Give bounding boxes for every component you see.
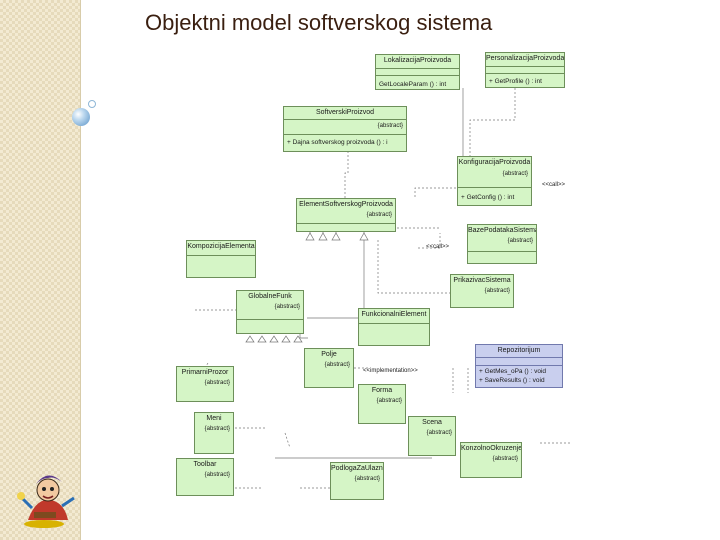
- class-box-element[interactable]: ElementSoftverskogProizvoda {abstract}: [296, 198, 396, 232]
- class-name: KompozicijaElementa: [187, 243, 255, 250]
- class-box-globalne-funk[interactable]: GlobalneFunk {abstract}: [236, 290, 304, 334]
- class-box-polje[interactable]: Polje {abstract}: [304, 348, 354, 388]
- class-name: Repozitorijum: [497, 347, 541, 354]
- class-stereotype: {abstract}: [204, 472, 230, 478]
- class-box-scena[interactable]: Scena {abstract}: [408, 416, 456, 456]
- call-label: <<call>>: [426, 244, 450, 250]
- class-operation: + Dajna softverskog proizvoda () : i: [287, 139, 388, 146]
- class-stereotype: {abstract}: [484, 288, 510, 294]
- class-box-toolbar[interactable]: Toolbar {abstract}: [176, 458, 234, 496]
- class-stereotype: {abstract}: [377, 123, 403, 129]
- class-box-meni[interactable]: Meni {abstract}: [194, 412, 234, 454]
- class-box-podloga[interactable]: PodlogaZaUlazne {abstract}: [330, 462, 384, 500]
- call-label: <<call>>: [542, 182, 566, 188]
- class-stereotype: {abstract}: [204, 426, 230, 432]
- strip-divider: [80, 0, 81, 540]
- class-name: KonzolnoOkruzenje: [461, 445, 522, 452]
- class-stereotype: {abstract}: [204, 380, 230, 386]
- class-stereotype: {abstract}: [507, 238, 533, 244]
- class-box-kompozicija[interactable]: KompozicijaElementa: [186, 240, 256, 278]
- class-operation: + SaveResults () : void: [479, 377, 545, 384]
- class-stereotype: {abstract}: [366, 212, 392, 218]
- class-name: FunkcionalniElement: [361, 311, 427, 318]
- class-name: ElementSoftverskogProizvoda: [299, 201, 393, 208]
- class-operation: + GetProfile () : int: [489, 78, 542, 85]
- class-name: GlobalneFunk: [248, 293, 292, 300]
- class-name: PersonalizacijaProizvoda: [486, 55, 565, 62]
- class-name: Forma: [371, 387, 393, 394]
- class-box-baze-podataka[interactable]: BazePodatakaSistema {abstract}: [467, 224, 537, 264]
- class-box-softverski-proizvod[interactable]: SoftverskiProizvod {abstract} + Dajna so…: [283, 106, 407, 152]
- class-stereotype: {abstract}: [324, 362, 350, 368]
- small-bubble-icon: [88, 100, 96, 108]
- class-stereotype: {abstract}: [274, 304, 300, 310]
- class-name: PodlogaZaUlazne: [331, 465, 384, 472]
- decorative-left-strip: [0, 0, 80, 540]
- uml-class-diagram: LokalizacijaProizvoda GetLocaleParam () …: [170, 48, 580, 518]
- class-name: SoftverskiProizvod: [316, 109, 374, 116]
- class-name: Polje: [321, 351, 337, 358]
- class-name: PrimarniProzor: [181, 369, 229, 376]
- class-stereotype: {abstract}: [354, 476, 380, 482]
- class-box-forma[interactable]: Forma {abstract}: [358, 384, 406, 424]
- class-name: KonfiguracijaProizvoda: [458, 159, 531, 166]
- class-operation: + GetMes_oPa () : void: [479, 368, 547, 375]
- diagram-connectors: [195, 88, 570, 489]
- class-stereotype: {abstract}: [376, 398, 402, 404]
- class-box-konfiguracija[interactable]: KonfiguracijaProizvoda {abstract} + GetC…: [457, 156, 532, 206]
- class-box-konzolni[interactable]: KonzolnoOkruzenje {abstract}: [460, 442, 522, 478]
- class-stereotype: {abstract}: [492, 456, 518, 462]
- class-name: PrikazivacSistema: [453, 277, 511, 284]
- slide-title: Objektni model softverskog sistema: [145, 10, 493, 35]
- class-name: Scena: [422, 419, 442, 426]
- class-stereotype: {abstract}: [502, 171, 528, 177]
- class-box-personalizacija[interactable]: PersonalizacijaProizvoda + GetProfile ()…: [485, 52, 565, 88]
- class-box-repozitorijum[interactable]: Repozitorijum + GetMes_oPa () : void + S…: [475, 344, 563, 388]
- class-name: BazePodatakaSistema: [468, 227, 537, 234]
- class-box-prikazivac[interactable]: PrikazivacSistema {abstract}: [450, 274, 514, 308]
- class-box-lokalizacija[interactable]: LokalizacijaProizvoda GetLocaleParam () …: [375, 54, 460, 90]
- class-name: Meni: [206, 415, 222, 422]
- implementation-label: <<implementation>>: [363, 368, 418, 374]
- wizard-clipart-icon: [17, 475, 75, 528]
- class-stereotype: {abstract}: [426, 430, 452, 436]
- class-box-primarni-prozor[interactable]: PrimarniProzor {abstract}: [176, 366, 234, 402]
- class-operation: + GetConfig () : int: [461, 194, 515, 201]
- class-name: LokalizacijaProizvoda: [383, 57, 452, 64]
- class-name: Toolbar: [193, 461, 217, 468]
- bubble-icon: [72, 108, 90, 126]
- class-box-funkcionalni[interactable]: FunkcionalniElement: [358, 308, 430, 346]
- class-operation: GetLocaleParam () : int: [379, 81, 447, 88]
